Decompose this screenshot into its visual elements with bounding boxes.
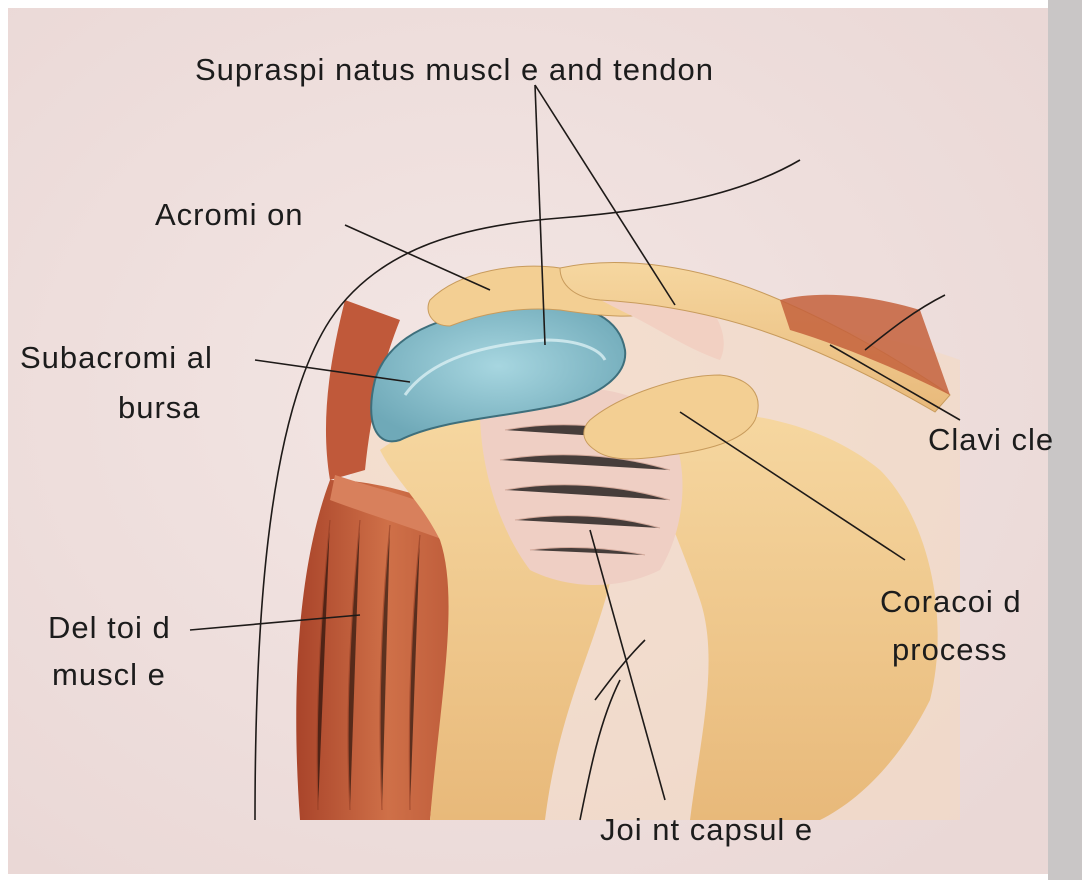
label-coracoid-line1: Coracoi d bbox=[880, 584, 1022, 619]
label-clavicle: Clavi cle bbox=[928, 422, 1054, 457]
label-deltoid-line2: muscl e bbox=[52, 657, 166, 692]
label-acromion: Acromi on bbox=[155, 197, 304, 232]
label-deltoid-line1: Del toi d bbox=[48, 610, 171, 645]
label-coracoid-line2: process bbox=[892, 632, 1008, 667]
label-subacromial-line2: bursa bbox=[118, 390, 201, 425]
label-supraspinatus: Supraspi natus muscl e and tendon bbox=[195, 52, 714, 87]
label-joint-capsule: Joi nt capsul e bbox=[600, 812, 813, 847]
label-subacromial-line1: Subacromi al bbox=[20, 340, 213, 375]
